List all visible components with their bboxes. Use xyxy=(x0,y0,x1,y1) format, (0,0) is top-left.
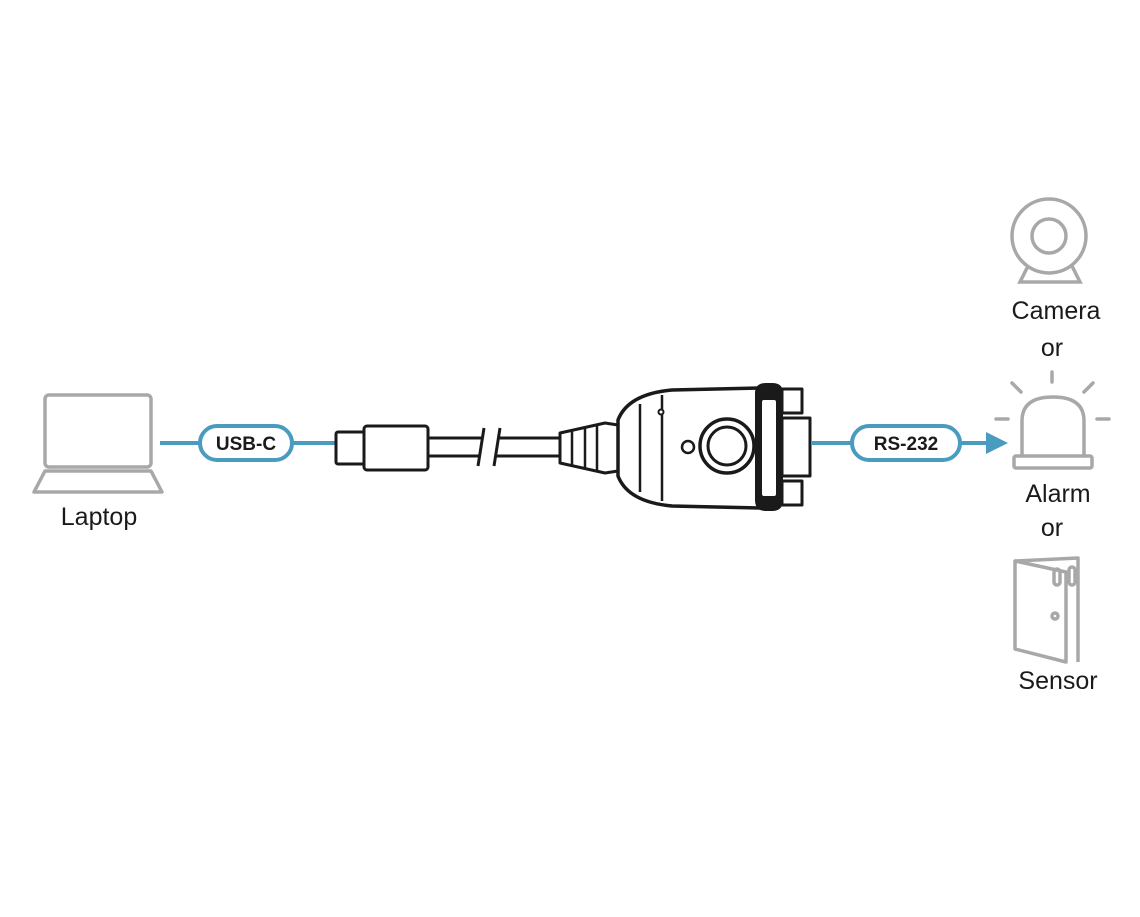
serial-adapter-icon xyxy=(558,383,812,511)
usb-c-plug-icon xyxy=(334,424,430,472)
rs232-link: RS-232 xyxy=(812,424,1008,462)
or-label-2: or xyxy=(1041,514,1063,542)
laptop-icon xyxy=(32,393,164,494)
rs232-label: RS-232 xyxy=(874,434,938,455)
sensor-label: Sensor xyxy=(1018,667,1097,695)
usb-c-label: USB-C xyxy=(216,434,276,455)
laptop-label: Laptop xyxy=(61,503,137,531)
cable-break-icon xyxy=(476,427,502,467)
usb-link: USB-C xyxy=(160,424,335,462)
alarm-label: Alarm xyxy=(1025,480,1090,508)
door-sensor-icon xyxy=(1013,556,1080,664)
arrow-head-icon xyxy=(986,432,1008,454)
cable xyxy=(426,427,562,467)
alarm-light-icon xyxy=(994,370,1111,470)
camera-icon xyxy=(1010,197,1088,284)
usb-c-pill xyxy=(198,424,294,462)
camera-label: Camera xyxy=(1012,297,1101,325)
or-label-1: or xyxy=(1041,334,1063,362)
rs232-pill xyxy=(850,424,962,462)
